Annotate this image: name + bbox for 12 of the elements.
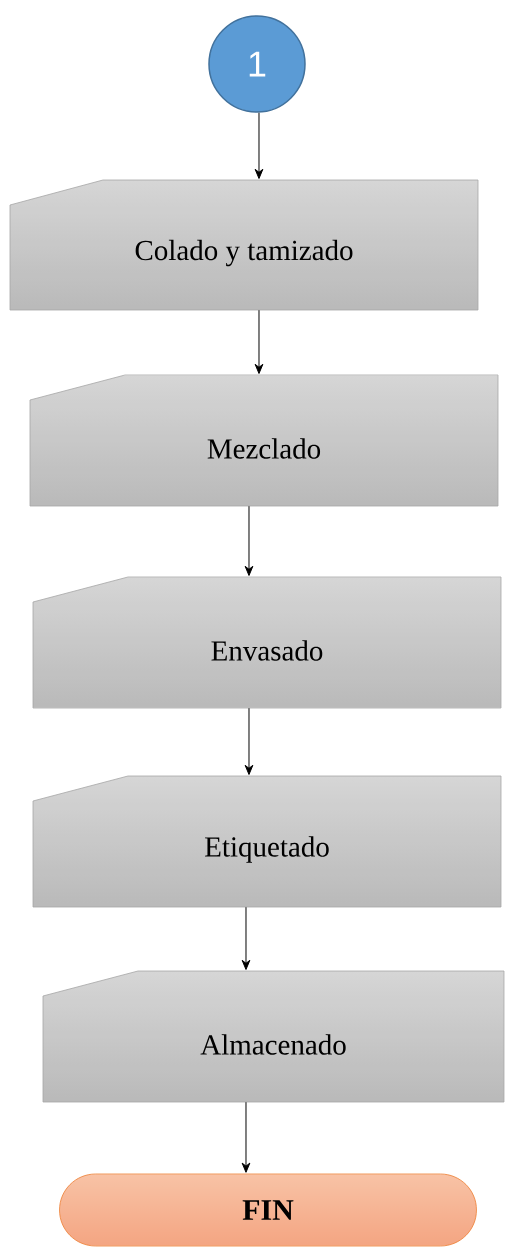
arrow xyxy=(244,707,254,775)
arrow xyxy=(254,112,264,179)
manual-input-box: Almacenado xyxy=(42,970,505,1103)
arrow xyxy=(254,309,264,374)
manual-input-box: Envasado xyxy=(32,576,502,709)
manual-input-box: Etiquetado xyxy=(32,775,502,908)
manual-input-box: Mezclado xyxy=(29,374,499,507)
terminal-box: FIN xyxy=(59,1173,477,1247)
arrow xyxy=(241,906,251,970)
arrow xyxy=(241,1101,251,1173)
arrow xyxy=(244,505,254,576)
manual-input-box: Colado y tamizado xyxy=(9,179,479,311)
